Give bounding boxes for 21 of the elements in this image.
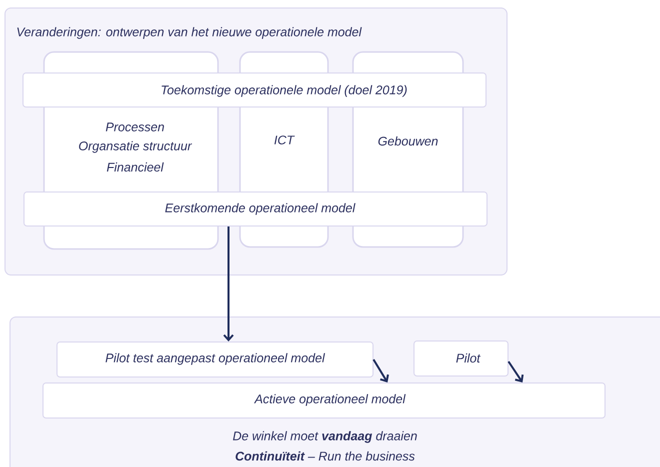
band-box: [42, 382, 606, 418]
band-box: [56, 342, 374, 378]
heading-text: Veranderingen: ontwerpen van het nieuwe operationele model: [17, 27, 362, 39]
arrow: [223, 226, 234, 342]
box-label: ICT: [274, 136, 295, 144]
box-label: Eerstkomende operationeel model: [165, 203, 356, 215]
band-box: [22, 72, 486, 108]
band-box: [24, 192, 488, 226]
box-label: Gebouwen: [378, 136, 438, 146]
box-label: Processen: [106, 122, 164, 132]
heading-text: De winkel moet vandaag draaien: [233, 431, 417, 443]
box-label: Organsatie structuur: [79, 141, 192, 153]
box-label: Financieel: [106, 162, 164, 172]
arrow: [508, 360, 524, 382]
box-label: Toekomstige operationele model (doel 2019): [162, 85, 407, 97]
box-label: Actieve operationeel model: [254, 394, 406, 406]
band-box: [414, 340, 508, 376]
arrow: [372, 358, 389, 382]
box-label: Pilot: [456, 353, 481, 363]
box-label: Pilot test aangepast operationeel model: [106, 353, 326, 365]
heading-text: Continuïteit – Run the business: [236, 451, 415, 461]
